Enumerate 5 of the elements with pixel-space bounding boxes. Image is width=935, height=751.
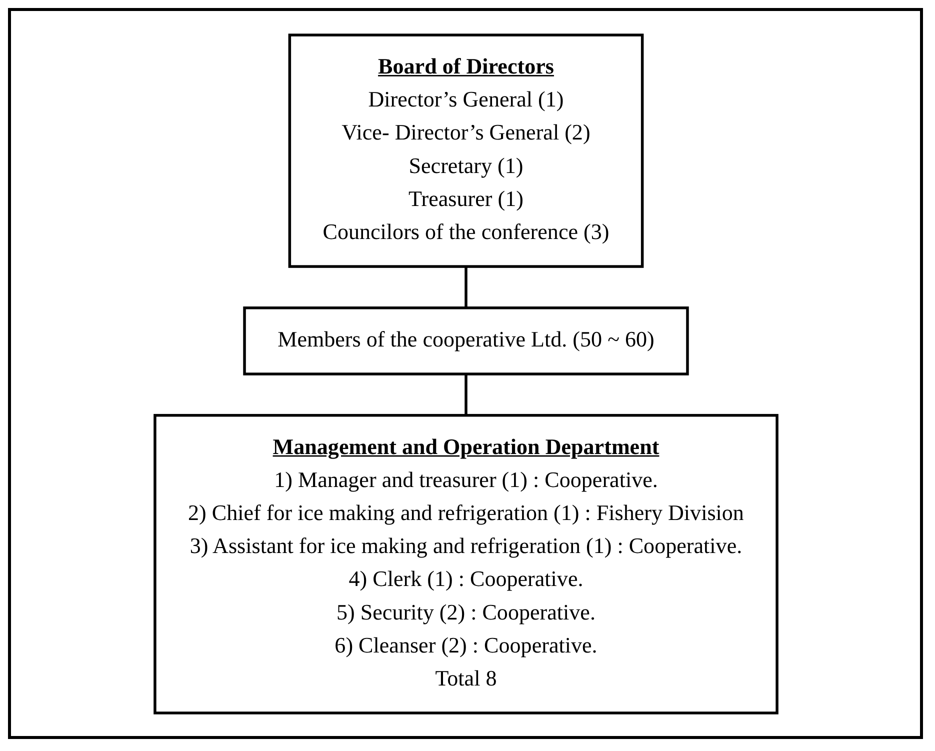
node-box: Management and Operation Department 1) Manager and treasurer (1) : Cooperative. 2) Chief for ice making and refrigeration (1) : Fishery Division 3) Assistant for ice making and refrigeration (1) : Cooperative. 4) Clerk (1) : Cooperative. 5) Security (2) : Cooperative. 6) Cleanser (2) : Cooperative. Total 8	[153, 413, 778, 714]
node-box: Members of the cooperative Ltd. (50 ~ 60)	[242, 306, 688, 375]
connector	[464, 266, 467, 308]
node-box: Board of Directors Director’s General (1) Vice- Director’s General (2) Secretary (1) Treasurer (1) Councilors of the conference (3)	[288, 33, 644, 268]
connector	[464, 374, 467, 415]
